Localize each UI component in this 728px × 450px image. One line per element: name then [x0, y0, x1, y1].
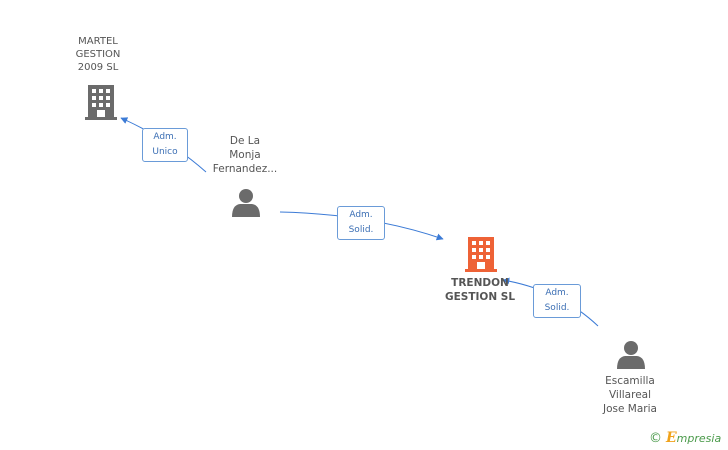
edge-label-adm-unico: Adm. Unico [142, 128, 188, 162]
building-icon[interactable] [465, 236, 497, 272]
company-label-trendon[interactable]: TRENDON GESTION SL [444, 277, 516, 303]
empresia-logo-icon: E [666, 430, 677, 446]
person-icon[interactable] [616, 339, 646, 369]
company-label-martel[interactable]: MARTEL GESTION 2009 SL [75, 36, 121, 73]
person-label-delamonja[interactable]: De La Monja Fernandez... [212, 135, 278, 175]
brand-name: mpresia [676, 431, 722, 445]
person-label-escamilla[interactable]: Escamilla Villareal Jose Maria [603, 375, 657, 415]
building-icon[interactable] [85, 84, 117, 120]
edge-label-adm-solid: Adm. Solid. [533, 284, 581, 318]
edge-label-adm-solid: Adm. Solid. [337, 206, 385, 240]
brand-footer: © E mpresia [649, 428, 721, 448]
copyright-icon: © [649, 430, 662, 446]
person-icon[interactable] [231, 187, 261, 217]
